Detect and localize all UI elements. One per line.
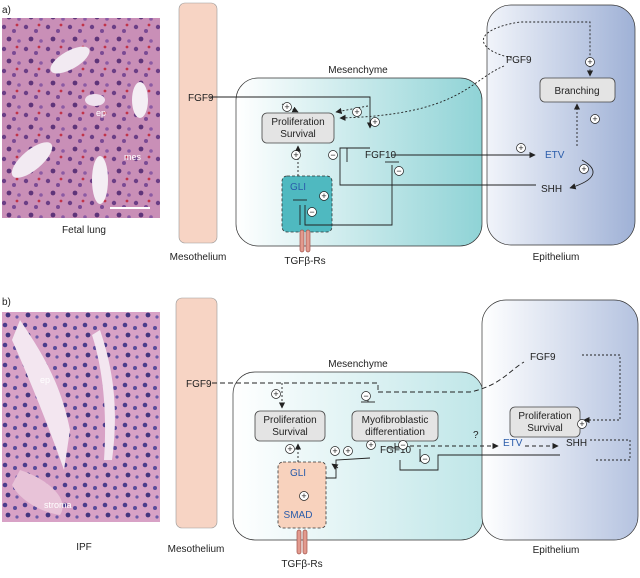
panel-b-label: b) bbox=[2, 297, 11, 308]
gli-label: GLI bbox=[290, 182, 306, 193]
mesothelium-bar bbox=[178, 2, 218, 244]
myo-line-1: Myofibroblastic bbox=[362, 415, 429, 426]
epithelium-label: Epithelium bbox=[533, 252, 580, 263]
panel-a-label: a) bbox=[2, 5, 11, 16]
proliferation-survival-box bbox=[254, 410, 326, 442]
panel-b-signs: + − + + + − − + + + bbox=[271, 389, 587, 501]
micrograph-tag-ep: ep bbox=[40, 375, 50, 385]
micrograph-tag-stroma: stroma bbox=[44, 500, 72, 510]
svg-text:+: + bbox=[592, 114, 597, 124]
mesothelium-label: Mesothelium bbox=[170, 252, 227, 263]
svg-text:−: − bbox=[363, 391, 368, 401]
svg-text:+: + bbox=[287, 444, 292, 454]
epithelium-label: Epithelium bbox=[533, 545, 580, 556]
epithelium-box bbox=[486, 4, 636, 246]
mesenchyme-box bbox=[232, 371, 484, 541]
svg-text:+: + bbox=[581, 164, 586, 174]
svg-text:+: + bbox=[273, 389, 278, 399]
gli-label: GLI bbox=[290, 468, 306, 479]
etv-label: ETV bbox=[503, 438, 523, 449]
svg-text:+: + bbox=[284, 102, 289, 112]
receptor-label: TGFβ-Rs bbox=[284, 256, 325, 267]
mesenchyme-label: Mesenchyme bbox=[328, 359, 388, 370]
svg-text:+: + bbox=[579, 419, 584, 429]
panel-a-signs: + + + + − − + − + + + + bbox=[282, 57, 600, 217]
micrograph-tag-ep: ep bbox=[96, 108, 106, 118]
svg-text:−: − bbox=[400, 440, 405, 450]
branching-box bbox=[539, 77, 616, 103]
proliferation-survival-box bbox=[261, 112, 335, 144]
micrograph-caption: IPF bbox=[76, 542, 92, 553]
myofibroblastic-box bbox=[351, 410, 439, 442]
question-mark: ? bbox=[473, 430, 479, 441]
svg-text:+: + bbox=[518, 143, 523, 153]
svg-text:+: + bbox=[321, 191, 326, 201]
fgf9-right-label: FGF9 bbox=[530, 352, 556, 363]
panel-a-inhibitors bbox=[293, 148, 399, 201]
myo-line-2: differentiation bbox=[365, 427, 425, 438]
svg-text:+: + bbox=[345, 446, 350, 456]
svg-text:+: + bbox=[587, 57, 592, 67]
svg-text:+: + bbox=[372, 117, 377, 127]
fetal-lung-micrograph bbox=[2, 18, 160, 218]
smad-label: SMAD bbox=[284, 510, 313, 521]
shh-label: SHH bbox=[541, 184, 562, 195]
tgfb-receptor-icon bbox=[296, 529, 308, 555]
fgf9-left-label: FGF9 bbox=[186, 379, 212, 390]
ipf-micrograph bbox=[2, 312, 160, 522]
prolif-line-1: Proliferation bbox=[271, 117, 324, 128]
receptor-label: TGFβ-Rs bbox=[281, 559, 322, 570]
shh-label: SHH bbox=[566, 438, 587, 449]
svg-text:−: − bbox=[396, 166, 401, 176]
etv-label: ETV bbox=[545, 150, 565, 161]
tgfb-receptor-icon bbox=[299, 229, 311, 253]
prolif-line-1: Proliferation bbox=[263, 415, 316, 426]
svg-text:−: − bbox=[309, 207, 314, 217]
branching-label: Branching bbox=[554, 86, 599, 97]
svg-text:+: + bbox=[332, 446, 337, 456]
fgf10-label: FGF10 bbox=[380, 445, 412, 456]
mesothelium-bar bbox=[175, 297, 218, 529]
svg-text:+: + bbox=[354, 107, 359, 117]
prolif-line-2: Survival bbox=[272, 427, 308, 438]
mesenchyme-label: Mesenchyme bbox=[328, 65, 388, 76]
fgf9-left-label: FGF9 bbox=[188, 93, 214, 104]
svg-text:+: + bbox=[293, 150, 298, 160]
mesenchyme-box bbox=[235, 77, 483, 247]
svg-text:+: + bbox=[368, 440, 373, 450]
micrograph-tag-mes: mes bbox=[124, 152, 142, 162]
epi-prolif-line-2: Survival bbox=[527, 423, 563, 434]
mesothelium-label: Mesothelium bbox=[168, 544, 225, 555]
svg-text:+: + bbox=[301, 491, 306, 501]
svg-text:−: − bbox=[422, 454, 427, 464]
svg-text:−: − bbox=[330, 150, 335, 160]
prolif-line-2: Survival bbox=[280, 129, 316, 140]
panel-b-arrows bbox=[212, 354, 631, 479]
micrograph-caption: Fetal lung bbox=[62, 225, 106, 236]
fgf9-right-label: FGF9 bbox=[506, 55, 532, 66]
epi-prolif-line-1: Proliferation bbox=[518, 411, 571, 422]
fgf10-label: FGF10 bbox=[365, 150, 397, 161]
